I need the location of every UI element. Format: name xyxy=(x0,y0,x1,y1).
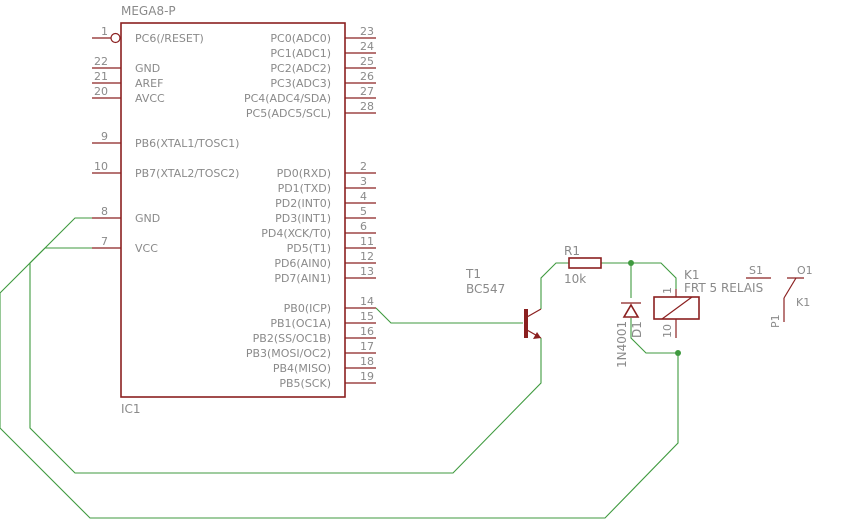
resistor-r1: R1 10k xyxy=(564,244,602,286)
ic-pin-num: 23 xyxy=(360,25,374,38)
ic-pin-label: PD5(T1) xyxy=(287,242,331,255)
wire-node-relay xyxy=(631,262,677,289)
resistor-ref: R1 xyxy=(564,244,580,258)
ic-pin-num: 24 xyxy=(360,40,374,53)
ic-body xyxy=(120,22,346,398)
ic-pin-num: 11 xyxy=(360,235,374,248)
ic-pin-num: 19 xyxy=(360,370,374,383)
transistor-collector xyxy=(526,308,542,318)
ic-pin-label: PB6(XTAL1/TOSC1) xyxy=(135,137,239,150)
ic-pin-num: 1 xyxy=(101,25,108,38)
transistor-value: BC547 xyxy=(466,282,505,296)
contact-pin-o: O1 xyxy=(797,264,813,277)
wire-gnd-emitter xyxy=(29,217,542,474)
ic-pin-label: PD1(TXD) xyxy=(278,182,331,195)
ic-pin-num: 28 xyxy=(360,100,374,113)
ic-pin-num: 5 xyxy=(360,205,367,218)
wire-vcc-relay xyxy=(0,247,679,519)
ic-pin-label: PD3(INT1) xyxy=(275,212,331,225)
ic-pin-label: VCC xyxy=(135,242,158,255)
ic-pin-num: 20 xyxy=(94,85,108,98)
ic-pin-label: PC0(ADC0) xyxy=(270,32,331,45)
contact-ref: K1 xyxy=(796,296,810,309)
ic-pin-bubble-1 xyxy=(110,32,121,44)
ic-pin-num: 27 xyxy=(360,85,374,98)
ic-pin-label: PB1(OC1A) xyxy=(270,317,331,330)
ic-pin-label: AREF xyxy=(135,77,163,90)
ic-pin-label: PD7(AIN1) xyxy=(274,272,331,285)
resistor-body xyxy=(568,257,602,269)
ic-pin-label: PD2(INT0) xyxy=(275,197,331,210)
ic-pin-num: 18 xyxy=(360,355,374,368)
ic-ref: IC1 xyxy=(121,402,141,416)
ic-mega8: MEGA8-P IC1 1 22 21 20 9 10 8 7 PC6(/RES… xyxy=(92,4,376,416)
ic-pin-num: 26 xyxy=(360,70,374,83)
ic-pin-label: PB4(MISO) xyxy=(273,362,331,375)
contact-pin-s: S1 xyxy=(749,264,763,277)
relay-value: FRT 5 RELAIS xyxy=(684,281,763,295)
transistor-emitter-arrow xyxy=(533,332,541,339)
relay-k1: K1 FRT 5 RELAIS 1 10 xyxy=(653,268,763,338)
transistor-t1: T1 BC547 xyxy=(465,267,542,339)
resistor-value: 10k xyxy=(564,272,586,286)
diode-ref: D1 xyxy=(630,321,644,338)
ic-pin-num: 7 xyxy=(101,235,108,248)
nets xyxy=(0,217,681,519)
ic-pin-label: PC5(ADC5/SCL) xyxy=(246,107,331,120)
ic-pin-num: 6 xyxy=(360,220,367,233)
ic-pin-label: PB7(XTAL2/TOSC2) xyxy=(135,167,239,180)
ic-pin-label: PB3(MOSI/OC2) xyxy=(246,347,331,360)
ic-pin-num: 2 xyxy=(360,160,367,173)
relay-ref: K1 xyxy=(684,268,700,282)
ic-name: MEGA8-P xyxy=(121,4,176,18)
ic-pin-label: PC2(ADC2) xyxy=(270,62,331,75)
junction-dot xyxy=(628,260,634,266)
relay-coil-diagonal xyxy=(661,296,693,320)
ic-pin-label: AVCC xyxy=(135,92,165,105)
relay-pin-top-num: 1 xyxy=(661,287,674,294)
ic-pin-num: 3 xyxy=(360,175,367,188)
ic-pin-num: 4 xyxy=(360,190,367,203)
ic-pin-label: PC6(/RESET) xyxy=(135,32,204,45)
ic-pin-label: PB5(SCK) xyxy=(279,377,331,390)
diode-triangle xyxy=(622,303,640,318)
wire-diode-relay xyxy=(630,318,678,354)
ic-pin-num: 22 xyxy=(94,55,108,68)
ic-pin-label: PD6(AIN0) xyxy=(274,257,331,270)
ic-pin-label: PD4(XCK/T0) xyxy=(261,227,331,240)
ic-pin-num: 25 xyxy=(360,55,374,68)
ic-pin-num: 9 xyxy=(101,130,108,143)
contact-switch-arm xyxy=(783,277,797,299)
ic-pin-label: PB0(ICP) xyxy=(284,302,331,315)
relay-pin-bottom-num: 10 xyxy=(661,324,674,338)
ic-pin-num: 16 xyxy=(360,325,374,338)
ic-pin-num: 21 xyxy=(94,70,108,83)
ic-pin-label: PB2(SS/OC1B) xyxy=(253,332,331,345)
ic-pin-num: 10 xyxy=(94,160,108,173)
ic-pin-label: PC4(ADC4/SDA) xyxy=(244,92,331,105)
contact-pin-p: P1 xyxy=(769,314,782,328)
ic-pin-num: 15 xyxy=(360,310,374,323)
wire-collector-r1 xyxy=(540,262,569,309)
ic-pin-label: PC1(ADC1) xyxy=(270,47,331,60)
ic-pin-num: 14 xyxy=(360,295,374,308)
ic-pin-label: GND xyxy=(135,62,160,75)
relay-contact-k1: S1 O1 K1 P1 xyxy=(746,264,813,328)
junction-dot xyxy=(675,350,681,356)
diode-value: 1N4001 xyxy=(615,321,629,368)
ic-pin-label: PD0(RXD) xyxy=(277,167,331,180)
ic-pin-label: PC3(ADC3) xyxy=(270,77,331,90)
diode-d1: D1 1N4001 xyxy=(615,302,644,368)
ic-pin-num: 13 xyxy=(360,265,374,278)
wire-pb0-base xyxy=(375,307,523,324)
ic-pin-num: 12 xyxy=(360,250,374,263)
ic-pin-label: GND xyxy=(135,212,160,225)
ic-pin-num: 8 xyxy=(101,205,108,218)
ic-pin-num: 17 xyxy=(360,340,374,353)
transistor-ref: T1 xyxy=(465,267,481,281)
